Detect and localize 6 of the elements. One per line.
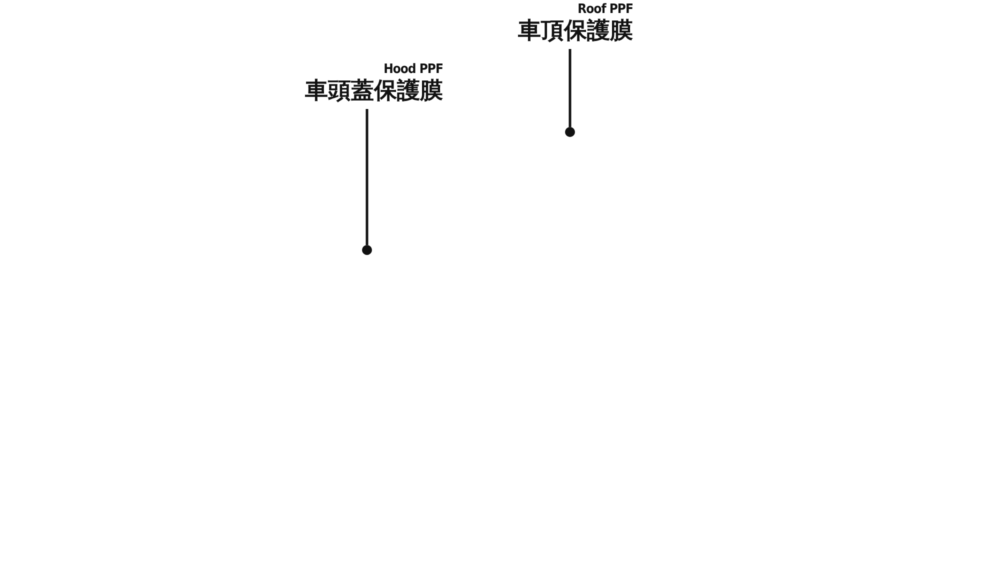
chinese-label: 車頭蓋保護膜 [305,77,443,105]
leader-line [366,109,368,245]
leader-line [568,49,572,127]
chinese-label: 車頂保護膜 [518,17,633,45]
english-label: Hood PPF [384,62,443,77]
english-label: Roof PPF [578,2,633,17]
